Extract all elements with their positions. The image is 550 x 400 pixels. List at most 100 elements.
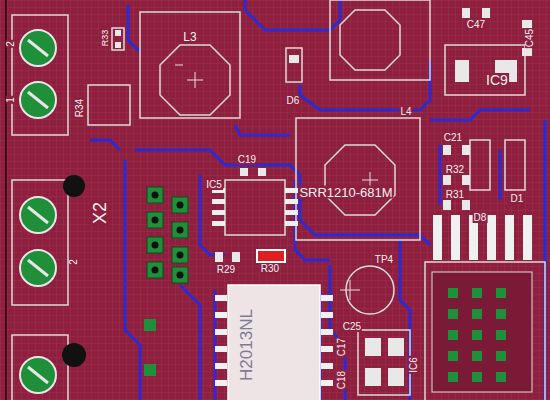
- ic-outline: [225, 180, 285, 235]
- thermal-via: [496, 309, 506, 319]
- part-number: H2013NL: [238, 308, 255, 382]
- drill-hole: [152, 242, 159, 249]
- header-pad: [172, 197, 188, 213]
- ref-designator: TP4: [374, 255, 394, 265]
- header-pad: [147, 237, 163, 253]
- ic-pin: [523, 215, 532, 260]
- header-pad: [172, 267, 188, 283]
- pin-number: 1: [6, 96, 16, 104]
- ic-pin: [285, 210, 298, 215]
- thermal-via: [496, 330, 506, 340]
- transformer-pin: [215, 312, 227, 318]
- transformer-pin: [215, 346, 227, 352]
- thermal-via: [472, 309, 482, 319]
- ref-designator: D1: [510, 194, 525, 204]
- inductor-core: [325, 145, 395, 215]
- thermal-via: [472, 351, 482, 361]
- ic-pin: [451, 215, 460, 260]
- transformer-pin: [321, 363, 333, 369]
- ref-designator: D6: [286, 96, 301, 106]
- thermal-via: [448, 330, 458, 340]
- ic-pin: [285, 199, 298, 204]
- thermal-via: [448, 288, 458, 298]
- drill-hole: [177, 252, 184, 259]
- pin-header: [144, 187, 188, 376]
- inductor-core: [160, 45, 230, 115]
- drill-hole: [177, 202, 184, 209]
- transformer-pin: [321, 380, 333, 386]
- diode-outline: [505, 140, 525, 190]
- ref-designator: C21: [443, 133, 463, 143]
- ref-designator: R34: [75, 98, 85, 118]
- ref-designator: R31: [445, 190, 465, 200]
- thermal-via: [496, 351, 506, 361]
- inductor-core: [340, 10, 400, 70]
- header-pad: [147, 262, 163, 278]
- regulator-outline: [445, 45, 525, 95]
- ref-designator: C45: [525, 28, 535, 48]
- ref-designator: IC6: [409, 356, 419, 374]
- thermal-via: [448, 309, 458, 319]
- transformer-pin: [321, 295, 333, 301]
- r30-highlight: [257, 250, 285, 262]
- ref-designator: IC9: [485, 73, 509, 87]
- ic-pin: [285, 188, 298, 193]
- transformer-pin: [321, 312, 333, 318]
- drill-hole: [152, 267, 159, 274]
- transformer-pin: [215, 329, 227, 335]
- ref-designator: C17: [337, 337, 347, 357]
- ref-designator: R30: [260, 264, 280, 274]
- header-pad: [147, 212, 163, 228]
- thermal-via: [472, 330, 482, 340]
- ic-pin: [212, 221, 225, 226]
- diode-outline: [286, 48, 302, 82]
- thermal-via: [472, 372, 482, 382]
- thermal-via: [496, 372, 506, 382]
- ref-designator: C47: [466, 20, 486, 30]
- thermal-via: [472, 288, 482, 298]
- polarity-marks: [175, 65, 378, 300]
- part-number: SRR1210-681M: [298, 186, 393, 199]
- header-pad: [147, 187, 163, 203]
- transformer-body: [228, 285, 320, 400]
- resistor-outline: [112, 28, 124, 50]
- diode-outline: [470, 140, 490, 190]
- ic-pin: [285, 221, 298, 226]
- ref-designator: IC5: [205, 180, 223, 190]
- ref-designator: C19: [237, 155, 257, 165]
- ic-pin: [433, 215, 442, 260]
- terminal-block-outline: [12, 180, 68, 305]
- via-pad: [144, 364, 156, 376]
- thermal-via: [448, 372, 458, 382]
- header-pad: [172, 247, 188, 263]
- ref-designator: R32: [445, 165, 465, 175]
- ref-designator: C25: [342, 322, 362, 332]
- inductor-outline: [296, 118, 420, 240]
- inductor-outline: [140, 12, 240, 118]
- drill-hole: [177, 227, 184, 234]
- capacitor-outline: [358, 330, 410, 395]
- ref-designator: C18: [337, 370, 347, 390]
- ic-outline: [425, 262, 545, 400]
- ref-designator: D8: [473, 213, 488, 223]
- ic6-body: [432, 272, 532, 392]
- transformer-pin: [215, 363, 227, 369]
- ic-pin: [505, 215, 514, 260]
- silkscreen: [12, 0, 545, 400]
- inductor-outline: [330, 0, 430, 80]
- header-pad: [172, 222, 188, 238]
- transformer-pin: [321, 346, 333, 352]
- transformer-pin: [321, 329, 333, 335]
- ref-designator: R33: [101, 29, 110, 48]
- pin-number: 2: [69, 258, 79, 266]
- transformer-pin: [215, 380, 227, 386]
- ref-designator: L4: [399, 107, 412, 117]
- thermal-via: [496, 288, 506, 298]
- terminal-pads: [20, 30, 86, 393]
- ref-designator: X2: [91, 201, 109, 225]
- pin-number: 2: [6, 40, 16, 48]
- ic-pin: [487, 215, 496, 260]
